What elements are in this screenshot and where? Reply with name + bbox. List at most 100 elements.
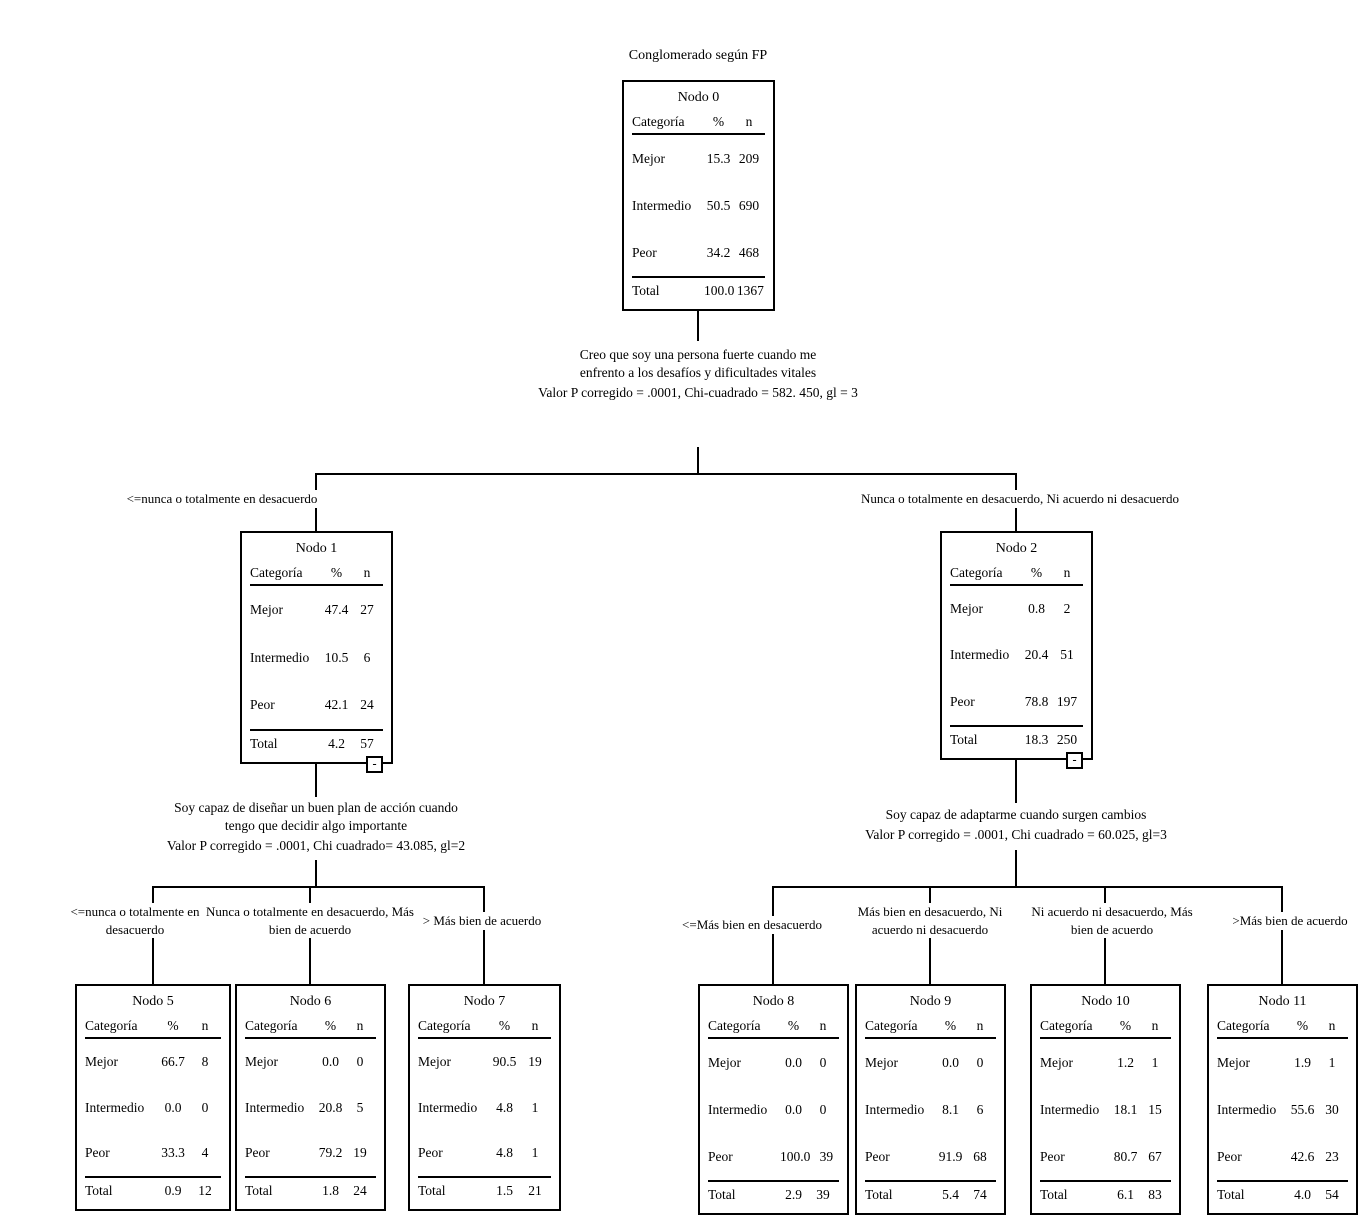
split-stats: Valor P corregido = .0001, Chi-cuadrado …	[538, 385, 858, 401]
cell-n: 24	[353, 1183, 367, 1199]
table-row: Intermedio 4.8 1	[418, 1085, 551, 1131]
cell-n: 197	[1056, 693, 1078, 709]
table-total-row: Total 6.1 83	[1040, 1180, 1171, 1209]
table-row: Peor 34.2 468	[632, 229, 765, 276]
cell-n: 54	[1325, 1187, 1339, 1202]
table-row: Intermedio 20.8 5	[245, 1085, 376, 1131]
node-table: Categoría % n Mejor 0.0 0 Intermedio 0.0…	[700, 1014, 847, 1213]
cell-pct: 33.3	[161, 1145, 185, 1161]
table-row: Intermedio 55.6 30	[1217, 1086, 1348, 1133]
node-title: Nodo 5	[132, 994, 174, 1009]
table-row: Mejor 0.0 0	[865, 1039, 996, 1086]
table-total-row: Total 18.3 250	[950, 724, 1083, 754]
table-row: Mejor 1.2 1	[1040, 1039, 1171, 1086]
node-title: Nodo 10	[1081, 994, 1130, 1009]
table-row: Peor 4.8 1	[418, 1130, 551, 1176]
table-row: Intermedio 50.5 690	[632, 182, 765, 229]
cell-pct: 0.9	[164, 1183, 182, 1199]
cell-category: Total	[250, 736, 278, 752]
cell-category: Peor	[708, 1148, 733, 1164]
cell-n: 21	[528, 1183, 542, 1199]
cell-category: Peor	[85, 1145, 110, 1161]
col-header-pct: %	[1030, 565, 1043, 580]
cell-n: 1	[531, 1099, 539, 1115]
col-header-pct: %	[944, 1018, 957, 1033]
cell-category: Peor	[250, 697, 275, 713]
cell-category: Intermedio	[245, 1099, 305, 1115]
col-header-n: n	[363, 565, 371, 580]
cell-n: 1	[1328, 1054, 1336, 1070]
col-header-category: Categoría	[865, 1018, 918, 1033]
col-header-pct: %	[167, 1018, 179, 1033]
node-2: Nodo 2 Categoría % n Mejor 0.8 2 Interme…	[940, 531, 1093, 760]
node-title: Nodo 6	[289, 994, 332, 1009]
col-header-n: n	[819, 1018, 827, 1033]
split-question: Soy capaz de adaptarme cuando surgen cam…	[885, 807, 1147, 822]
cell-category: Mejor	[1040, 1054, 1073, 1070]
cell-category: Intermedio	[1040, 1101, 1100, 1117]
cell-n: 1	[531, 1145, 539, 1161]
cell-pct: 66.7	[161, 1053, 185, 1069]
table-header-row: Categoría % n	[418, 1014, 551, 1039]
cell-category: Total	[1217, 1187, 1245, 1202]
cell-n: 0	[819, 1054, 827, 1070]
col-header-n: n	[1328, 1018, 1336, 1033]
table-header-row: Categoría % n	[950, 561, 1083, 586]
connector-group	[152, 311, 1283, 984]
cell-n: 8	[201, 1053, 209, 1069]
cell-category: Total	[865, 1187, 893, 1202]
cell-category: Mejor	[632, 150, 665, 166]
cell-category: Intermedio	[85, 1099, 145, 1115]
cell-n: 19	[353, 1145, 367, 1161]
branch-label-node1: <=nunca o totalmente en desacuerdo	[123, 490, 321, 508]
col-header-pct: %	[1296, 1018, 1309, 1033]
node-table: Categoría % n Mejor 1.9 1 Intermedio 55.…	[1209, 1014, 1356, 1213]
branch-label-node7: > Más bien de acuerdo	[419, 912, 545, 930]
cell-n: 6	[363, 649, 371, 665]
cell-n: 5	[356, 1099, 364, 1115]
cell-pct: 55.6	[1290, 1101, 1315, 1117]
cell-n: 4	[201, 1145, 209, 1161]
table-header-row: Categoría % n	[632, 110, 765, 135]
split-node0: Creo que soy una persona fuerte cuando m…	[538, 346, 858, 403]
diagram-title: Conglomerado según FP	[628, 48, 768, 63]
cell-n: 6	[976, 1101, 984, 1117]
branch-label-node5: <=nunca o totalmente en desacuerdo	[60, 903, 210, 939]
cell-n: 83	[1148, 1187, 1162, 1202]
node-title: Nodo 7	[463, 994, 506, 1009]
cell-n: 12	[198, 1183, 212, 1199]
cell-n: 30	[1325, 1101, 1339, 1117]
node-title: Nodo 2	[995, 541, 1038, 556]
table-total-row: Total 4.0 54	[1217, 1180, 1348, 1209]
collapse-node-1-button[interactable]: -	[366, 756, 383, 773]
cell-pct: 20.4	[1024, 647, 1049, 663]
collapse-node-2-button[interactable]: -	[1066, 752, 1083, 769]
col-header-n: n	[531, 1018, 539, 1033]
cell-pct: 79.2	[318, 1145, 343, 1161]
cell-pct: 1.8	[322, 1183, 339, 1199]
table-total-row: Total 100.0 1367	[632, 276, 765, 305]
cell-pct: 4.0	[1294, 1187, 1311, 1202]
table-header-row: Categoría % n	[708, 1014, 839, 1039]
cell-category: Total	[85, 1183, 113, 1199]
col-header-pct: %	[330, 565, 343, 580]
cell-category: Mejor	[950, 601, 983, 617]
col-header-pct: %	[712, 114, 725, 129]
cell-n: 250	[1056, 731, 1078, 747]
cell-pct: 2.9	[785, 1187, 802, 1202]
cell-pct: 1.2	[1117, 1054, 1134, 1070]
node-table: Categoría % n Mejor 90.5 19 Intermedio 4…	[410, 1014, 559, 1209]
table-row: Peor 80.7 67	[1040, 1133, 1171, 1180]
node-9: Nodo 9 Categoría % n Mejor 0.0 0 Interme…	[855, 984, 1006, 1215]
cell-category: Peor	[418, 1145, 443, 1161]
table-row: Peor 78.8 197	[950, 679, 1083, 725]
cell-n: 39	[816, 1187, 830, 1202]
table-total-row: Total 1.5 21	[418, 1176, 551, 1205]
table-row: Peor 33.3 4	[85, 1130, 221, 1176]
cell-n: 1	[1151, 1054, 1159, 1070]
table-row: Peor 100.0 39	[708, 1133, 839, 1180]
cell-category: Total	[245, 1183, 273, 1199]
cell-n: 2	[1063, 601, 1071, 617]
cell-category: Peor	[1217, 1148, 1242, 1164]
col-header-n: n	[201, 1018, 209, 1033]
